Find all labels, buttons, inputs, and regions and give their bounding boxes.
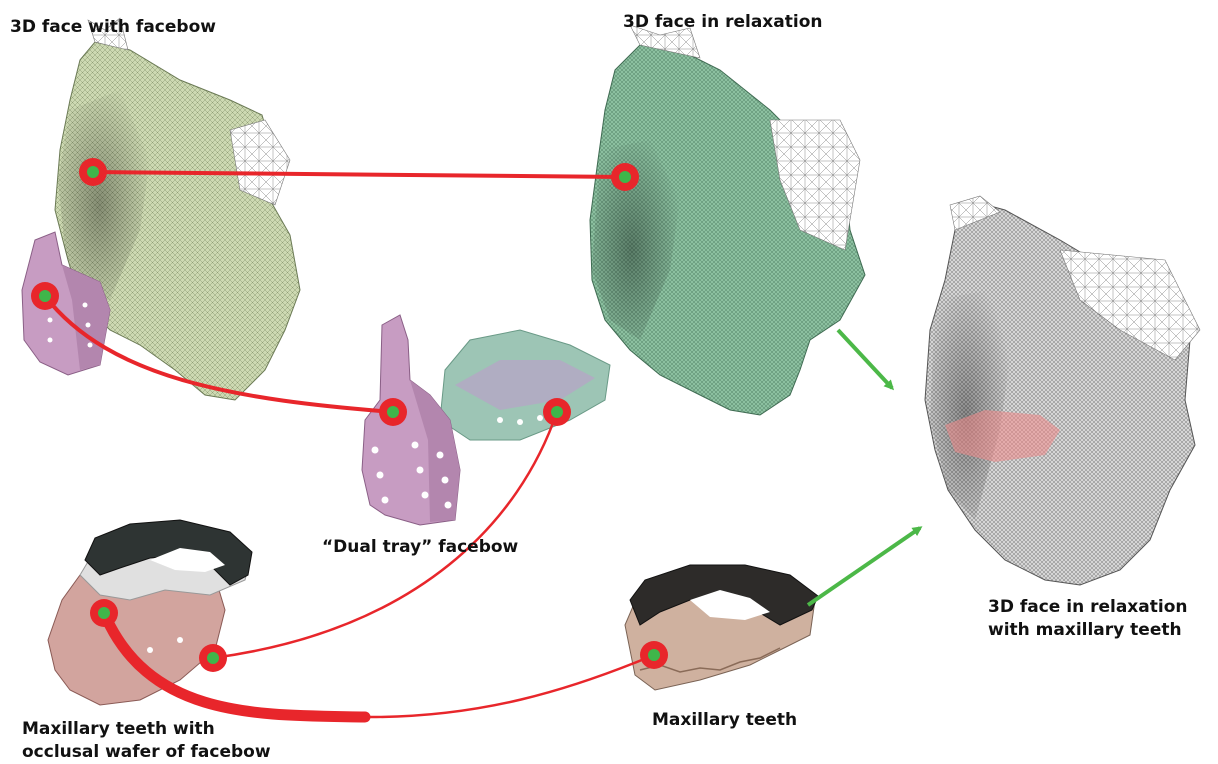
label-text: “Dual tray” facebow — [322, 536, 518, 559]
label-dual-tray-facebow: “Dual tray” facebow — [322, 536, 518, 559]
maxillary-teeth-model — [625, 565, 818, 690]
label-line-1: Maxillary teeth with — [22, 718, 271, 741]
landmark-marker — [79, 158, 107, 186]
landmark-marker — [543, 398, 571, 426]
label-text: 3D face in relaxation — [623, 11, 822, 34]
label-line-2: with maxillary teeth — [988, 619, 1187, 642]
landmark-marker — [640, 641, 668, 669]
landmark-marker — [31, 282, 59, 310]
label-line-2: occlusal wafer of facebow — [22, 741, 271, 764]
face-in-relaxation-model — [590, 25, 865, 415]
label-face-in-relaxation: 3D face in relaxation — [623, 11, 822, 34]
label-maxillary-teeth-wafer: Maxillary teeth with occlusal wafer of f… — [22, 718, 271, 764]
transfer-arrows — [808, 330, 920, 605]
face-with-facebow-model — [22, 18, 300, 400]
landmark-marker — [379, 398, 407, 426]
label-line-1: 3D face in relaxation — [988, 596, 1187, 619]
face-with-teeth-model — [925, 196, 1200, 585]
label-text: 3D face with facebow — [10, 16, 216, 39]
landmark-marker — [199, 644, 227, 672]
label-text: Maxillary teeth — [652, 709, 797, 732]
arrow-face-to-final — [838, 330, 892, 388]
arrow-teeth-to-final — [808, 528, 920, 605]
label-face-with-facebow: 3D face with facebow — [10, 16, 216, 39]
connector-teeth-thin — [365, 655, 654, 717]
label-face-with-teeth: 3D face in relaxation with maxillary tee… — [988, 596, 1187, 642]
landmark-marker — [90, 599, 118, 627]
landmark-marker — [611, 163, 639, 191]
label-maxillary-teeth: Maxillary teeth — [652, 709, 797, 732]
